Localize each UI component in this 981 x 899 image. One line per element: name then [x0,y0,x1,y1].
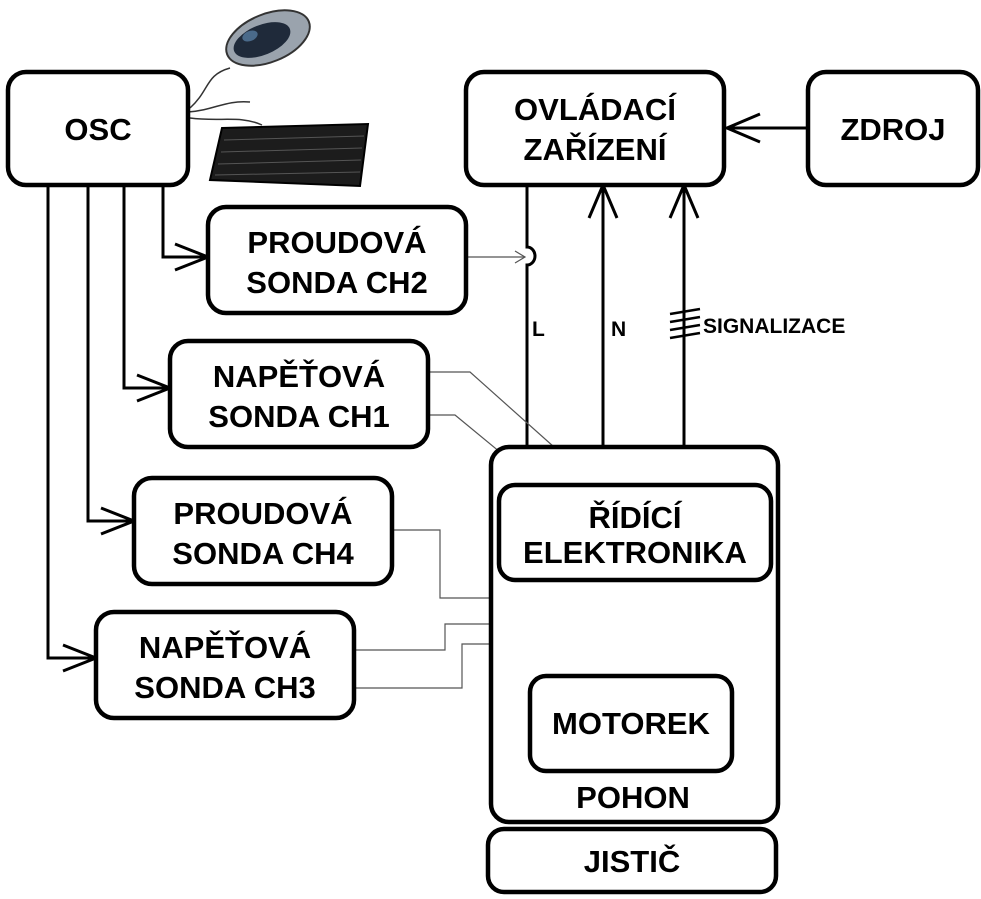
source-label: ZDROJ [840,112,945,147]
wire-l-label: L [532,318,545,341]
probe-ch2-label-1: PROUDOVÁ [247,225,426,260]
probe-ch3-label-1: NAPĚŤOVÁ [139,629,311,665]
electronics-label-2: ELEKTRONIKA [523,535,747,570]
probe-ch4-label-2: SONDA CH4 [172,536,354,571]
probe-ch4-label-1: PROUDOVÁ [173,496,352,531]
wire-osc-ch2 [163,185,208,257]
probe-ch2-label-2: SONDA CH2 [246,265,427,300]
osc-label: OSC [64,112,131,147]
drive-label: POHON [576,780,690,815]
probe-ch1-label-2: SONDA CH1 [208,399,389,434]
keyboard-icon [188,102,368,186]
wire-n-label: N [611,318,626,341]
control-label-2: ZAŘÍZENÍ [524,131,668,167]
wire-signal-label: SIGNALIZACE [703,315,845,338]
motor-label: MOTOREK [552,706,710,741]
control-label-1: OVLÁDACÍ [514,92,677,127]
mouse-icon [190,0,318,108]
control-device-box [466,72,724,185]
electronics-label-1: ŘÍDÍCÍ [589,499,683,535]
probe-ch3-label-2: SONDA CH3 [134,670,315,705]
breaker-label: JISTIČ [584,843,680,879]
wire-osc-ch4 [88,185,134,521]
probe-ch1-label-1: NAPĚŤOVÁ [213,358,385,394]
